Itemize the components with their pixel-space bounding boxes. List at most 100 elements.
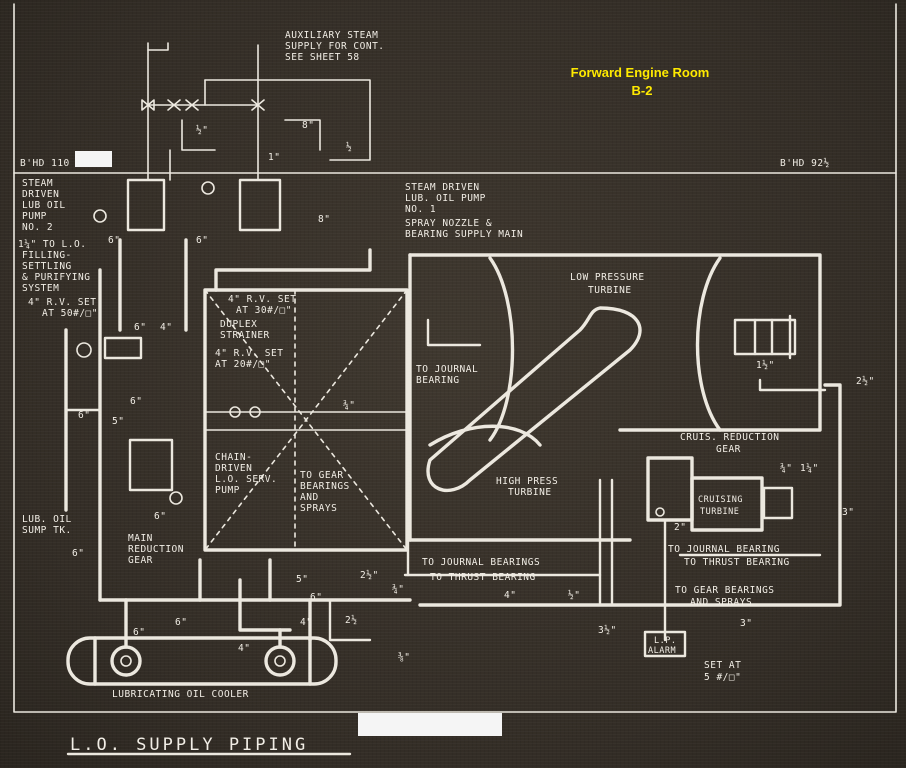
left-piping <box>64 238 412 642</box>
size-threehalf: 3½" <box>598 625 617 636</box>
hp-turbine-1: HIGH PRESS <box>496 476 558 487</box>
to-gear-1: TO GEAR <box>300 470 344 481</box>
lp-alarm-2: ALARM <box>648 646 676 656</box>
size-one: 1" <box>268 152 280 163</box>
size-three-q: ¾" <box>343 400 355 411</box>
size-six-a: 6" <box>108 235 120 246</box>
cruis-gear-2: GEAR <box>716 444 741 455</box>
spray-main <box>214 248 372 292</box>
rv-left-2: AT 50#/□" <box>42 308 98 319</box>
spray-main-2: BEARING SUPPLY MAIN <box>405 229 523 240</box>
rv-mid-2: AT 20#/□" <box>215 359 271 370</box>
spray-main-1: SPRAY NOZZLE & <box>405 218 492 229</box>
steam-pump-2 <box>126 178 166 232</box>
to-journal-1: TO JOURNAL <box>416 364 478 375</box>
chain-pump-1: CHAIN- <box>215 452 252 463</box>
crossover-pipe <box>426 306 642 492</box>
cruising-reduction-gear <box>646 456 694 522</box>
sump-2: SUMP TK. <box>22 525 72 536</box>
aux-steam-lines <box>147 42 371 181</box>
sheet-border <box>13 3 897 713</box>
size-six-b: 6" <box>196 235 208 246</box>
bulkhead-right: B'HD 92½ <box>780 158 830 169</box>
rv-left-1: 4" R.V. SET <box>28 297 96 308</box>
to-gear-3: AND <box>300 492 319 503</box>
chain-driven-pump <box>128 438 174 492</box>
to-thrust-bearing: TO THRUST BEARING <box>430 572 536 583</box>
size-onequarter: 1¼" <box>800 463 819 474</box>
filling-4: & PURIFYING <box>22 272 90 283</box>
duplex-2: STRAINER <box>220 330 270 341</box>
sump-1: LUB. OIL <box>22 514 72 525</box>
cruising-turbine-1: CRUISING <box>698 495 743 505</box>
duplex-1: DUPLEX <box>220 319 257 330</box>
lubricating-oil-cooler <box>66 598 338 686</box>
cruising-turbine-2: TURBINE <box>700 507 739 517</box>
size-six-f: 6" <box>154 511 166 522</box>
cruising-shaft <box>762 486 794 520</box>
size-six-i: 6" <box>175 617 187 628</box>
steam-pump2-3: LUB OIL <box>22 200 66 211</box>
lp-alarm-box <box>643 630 687 658</box>
size-six-c: 6" <box>134 322 146 333</box>
set-at-1: SET AT <box>704 660 741 671</box>
size-twohalf-b: 2½" <box>360 570 379 581</box>
aux-steam-3: SEE SHEET 58 <box>285 52 360 63</box>
aux-steam-1: AUXILIARY STEAM <box>285 30 378 41</box>
chain-pump-gauge <box>169 491 183 505</box>
main-gear-3: GEAR <box>128 555 153 566</box>
to-gear-4: SPRAYS <box>300 503 337 514</box>
gear-bearings-2: AND SPRAYS <box>690 597 752 608</box>
cruising-turbine <box>690 476 764 532</box>
main-reduction-gear-housing <box>203 288 409 552</box>
size-twohalf-a: 2½" <box>856 376 875 387</box>
size-six-g: 6" <box>72 548 84 559</box>
size-threeq-b: ¾" <box>780 463 792 474</box>
steam-pump1-2: LUB. OIL PUMP <box>405 193 486 204</box>
aux-steam-2: SUPPLY FOR CONT. <box>285 41 385 52</box>
filling-1: 1¼" TO L.O. <box>18 239 86 250</box>
cruis-gear-1: CRUIS. REDUCTION <box>680 432 780 443</box>
redaction-box-left <box>75 151 112 167</box>
turbine-housing <box>408 253 822 542</box>
chain-pump-2: DRIVEN <box>215 463 252 474</box>
size-onehalf-a: 1½" <box>756 360 775 371</box>
location-line-2: B-2 <box>632 83 653 98</box>
size-onehalf-b: ½" <box>568 590 580 601</box>
duplex-strainer <box>103 336 143 360</box>
steam-pump2-1: STEAM <box>22 178 53 189</box>
size-four-a: 4" <box>160 322 172 333</box>
lp-alarm-1: L.P. <box>654 636 676 646</box>
set-at-2: 5 #/□" <box>704 672 741 683</box>
size-four-b: 4" <box>504 590 516 601</box>
hp-turbine-2: TURBINE <box>508 487 552 498</box>
chain-pump-4: PUMP <box>215 485 240 496</box>
filling-5: SYSTEM <box>22 283 59 294</box>
filling-3: SETTLING <box>22 261 72 272</box>
rv-right-1: 4" R.V. SET <box>228 294 296 305</box>
steam-pump1-1: STEAM DRIVEN <box>405 182 480 193</box>
drawing-title: L.O. SUPPLY PIPING <box>70 735 308 755</box>
right-thrust: TO THRUST BEARING <box>684 557 790 568</box>
size-five-a: 5" <box>112 416 124 427</box>
size-four-d: 4" <box>238 643 250 654</box>
size-six-d: 6" <box>130 396 142 407</box>
lp-turbine-2: TURBINE <box>588 285 632 296</box>
rv-mid-1: 4" R.V. SET <box>215 348 283 359</box>
right-supply-line <box>418 383 842 607</box>
steam-pump-1 <box>238 178 282 232</box>
size-eight-b: 8" <box>318 214 330 225</box>
redaction-box-bottom <box>358 713 502 736</box>
size-six-e: 6" <box>78 410 90 421</box>
size-six-j: 6" <box>133 627 145 638</box>
pump-1-gauge <box>201 181 215 195</box>
location-line-1: Forward Engine Room <box>571 65 710 80</box>
strainer-gauge <box>76 342 92 358</box>
rv-right-2: AT 30#/□" <box>236 305 292 316</box>
size-six-h: 6" <box>310 592 322 603</box>
to-journal-2: BEARING <box>416 375 460 386</box>
size-two-a: 2" <box>674 522 686 533</box>
size-half-a: ½" <box>196 125 208 136</box>
steam-pump2-5: NO. 2 <box>22 222 53 233</box>
steam-pump2-2: DRIVEN <box>22 189 59 200</box>
